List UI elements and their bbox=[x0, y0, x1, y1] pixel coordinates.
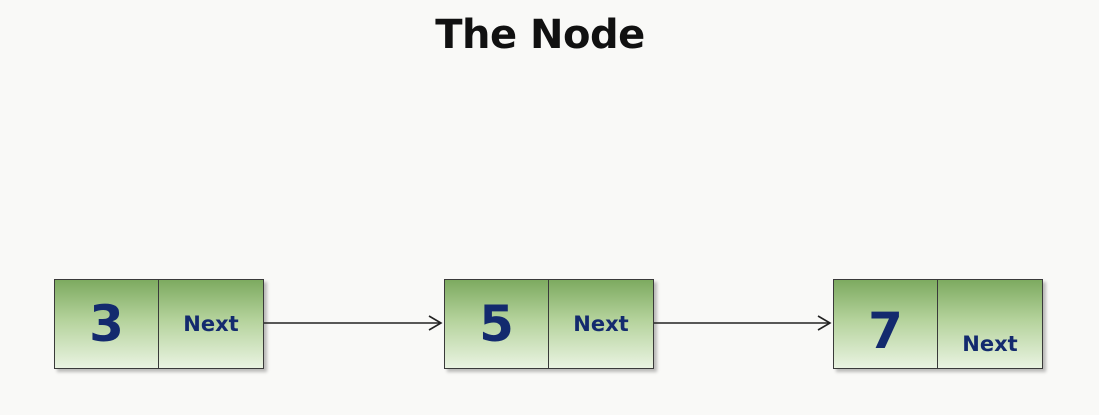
node-value: 3 bbox=[55, 280, 159, 368]
node-value: 5 bbox=[445, 280, 549, 368]
list-node-3: 7 Next bbox=[833, 279, 1043, 369]
node-value: 7 bbox=[834, 280, 938, 368]
node-next-label: Next bbox=[183, 312, 239, 336]
arrow-node1-to-node2 bbox=[264, 315, 443, 331]
list-node-1: 3 Next bbox=[54, 279, 264, 369]
node-next-label: Next bbox=[962, 332, 1018, 356]
list-node-2: 5 Next bbox=[444, 279, 654, 369]
page-title: The Node bbox=[435, 12, 645, 58]
arrow-node2-to-node3 bbox=[654, 315, 832, 331]
node-next-label: Next bbox=[573, 312, 629, 336]
